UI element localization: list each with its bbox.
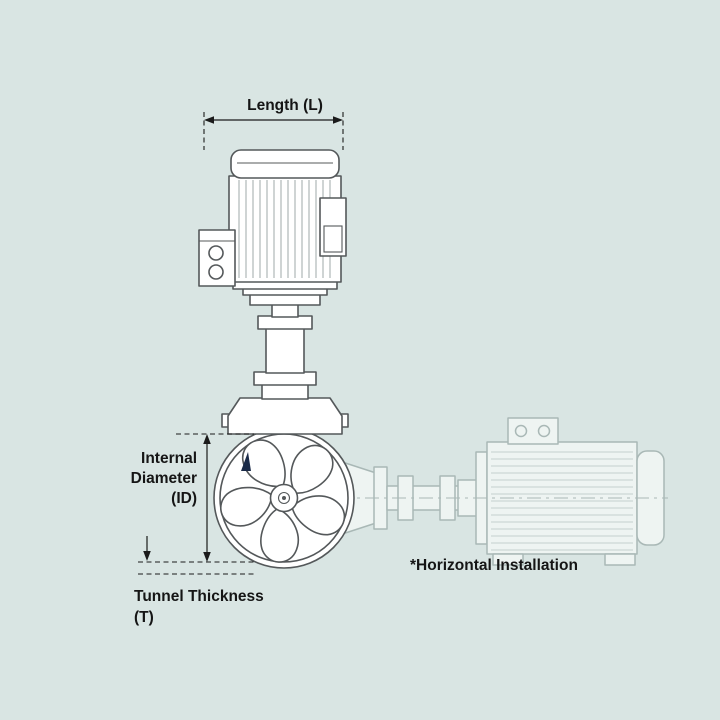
propeller bbox=[219, 439, 346, 563]
horizontal-motor-ribs bbox=[491, 451, 633, 551]
horizontal-installation-unit bbox=[329, 417, 668, 566]
tunnel-thickness-label-line2: (T) bbox=[134, 609, 154, 626]
shaft-coupling bbox=[257, 315, 313, 330]
length-arrowhead-right bbox=[333, 116, 343, 124]
tunnel-saddle-mount bbox=[221, 397, 349, 435]
propeller-blade bbox=[290, 444, 334, 494]
drive-shaft-assembly bbox=[249, 293, 321, 400]
id-arrowhead-top bbox=[203, 434, 211, 444]
length-arrowhead-left bbox=[204, 116, 214, 124]
id-arrowhead-bottom bbox=[203, 552, 211, 562]
bracket-bolt-top bbox=[208, 245, 224, 261]
motor-top-cap bbox=[230, 149, 340, 179]
propeller-blade bbox=[260, 507, 300, 563]
propeller-blade bbox=[291, 495, 346, 536]
motor-ribs bbox=[238, 180, 331, 278]
horizontal-installation-label: *Horizontal Installation bbox=[410, 557, 578, 574]
length-label: Length (L) bbox=[247, 97, 323, 114]
thickness-arrowhead bbox=[143, 551, 151, 561]
propeller-blade bbox=[219, 486, 273, 527]
bracket-bolt-bottom bbox=[208, 264, 224, 280]
propeller-hub-inner bbox=[277, 491, 291, 505]
internal-diameter-label-line3: (ID) bbox=[171, 490, 197, 507]
vertical-thruster-unit bbox=[198, 149, 355, 569]
shaft-neck bbox=[271, 303, 299, 318]
mounting-bracket bbox=[198, 229, 236, 287]
shaft-column bbox=[265, 327, 305, 374]
terminal-box-bolt-left bbox=[514, 424, 528, 438]
terminal-box-bolt-right bbox=[537, 424, 551, 438]
propeller-hub-center bbox=[282, 496, 286, 500]
horizontal-motor-foot-right bbox=[604, 553, 636, 566]
dimension-annotations: Length (L) Internal Diameter (ID) Tunnel… bbox=[131, 97, 578, 626]
saddle-body bbox=[227, 397, 343, 435]
brand-logo bbox=[241, 452, 251, 471]
propeller-blade bbox=[242, 439, 286, 488]
junction-box-panel bbox=[323, 225, 343, 253]
internal-diameter-label-line2: Diameter bbox=[131, 470, 197, 487]
vertical-motor bbox=[198, 149, 347, 296]
horizontal-motor-foot-left bbox=[492, 553, 524, 566]
tunnel-thickness-label-line1: Tunnel Thickness bbox=[134, 588, 264, 605]
shaft-lower-housing bbox=[261, 383, 309, 400]
shaft-flange bbox=[253, 371, 317, 386]
internal-diameter-label-line1: Internal bbox=[141, 450, 197, 467]
